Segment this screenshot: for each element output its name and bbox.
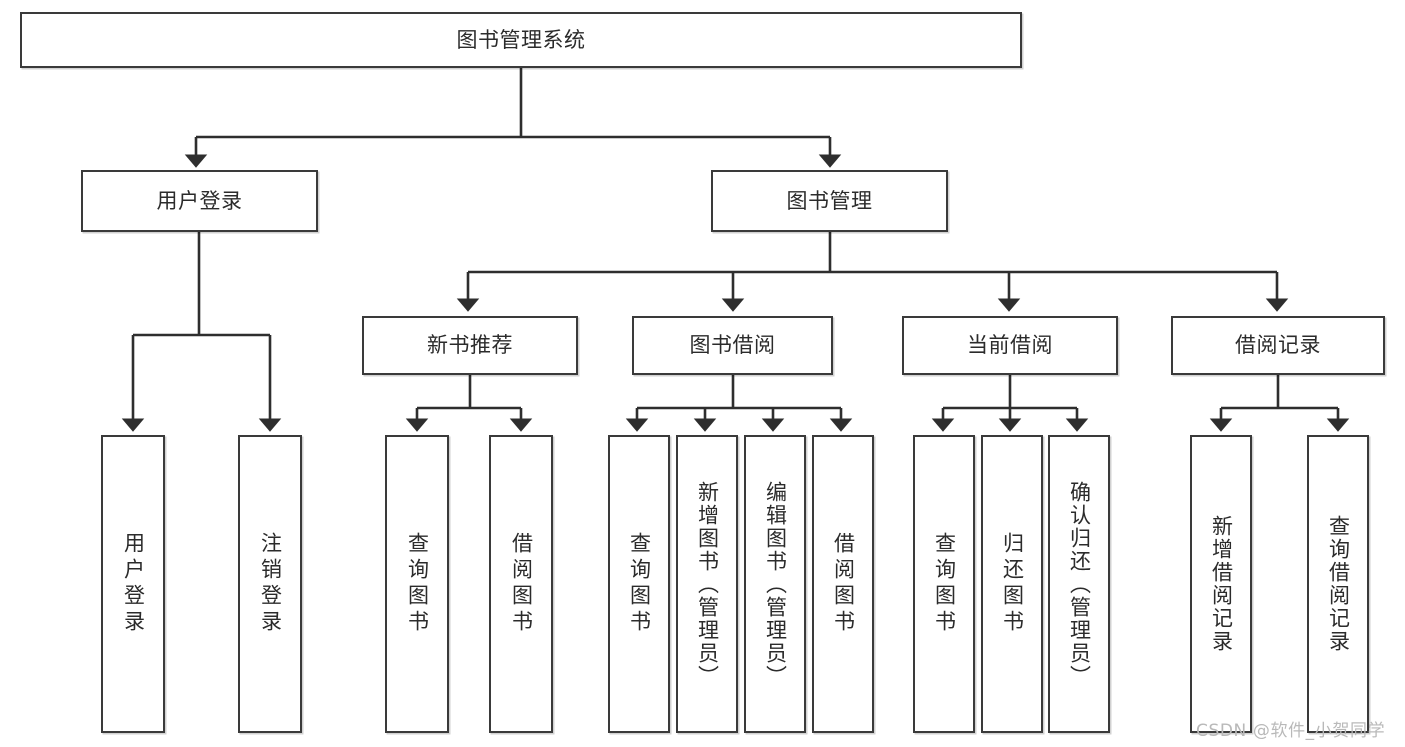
leaf-new-book-query[interactable]: 查询图书	[385, 435, 449, 733]
leaf-new-book-borrow-label: 借阅图书	[509, 532, 534, 636]
leaf-book-borrow-query[interactable]: 查询图书	[608, 435, 670, 733]
leaf-borrow-record-query[interactable]: 查询借阅记录	[1307, 435, 1369, 733]
leaf-book-borrow-add-label: 新增图书（管理员）	[695, 480, 720, 688]
node-book-borrow-label: 图书借阅	[689, 333, 776, 358]
node-root-label: 图书管理系统	[456, 27, 586, 52]
node-root[interactable]: 图书管理系统	[20, 12, 1022, 68]
node-borrow-record-label: 借阅记录	[1235, 333, 1321, 358]
leaf-current-borrow-query[interactable]: 查询图书	[913, 435, 975, 733]
leaf-borrow-record-add[interactable]: 新增借阅记录	[1190, 435, 1252, 733]
node-new-book-recommend-label: 新书推荐	[427, 333, 513, 358]
leaf-user-login-logout-label: 注销登录	[258, 532, 283, 636]
node-new-book-recommend[interactable]: 新书推荐	[362, 316, 578, 375]
node-current-borrow-label: 当前借阅	[967, 333, 1053, 358]
leaf-user-login-logout[interactable]: 注销登录	[238, 435, 302, 733]
leaf-book-borrow-add[interactable]: 新增图书（管理员）	[676, 435, 738, 733]
leaf-book-borrow-borrow[interactable]: 借阅图书	[812, 435, 874, 733]
leaf-user-login-login-label: 用户登录	[121, 532, 146, 636]
csdn-watermark: CSDN @软件_小贺同学	[1196, 721, 1386, 741]
leaf-current-borrow-return-label: 归还图书	[1000, 532, 1025, 636]
leaf-current-borrow-return[interactable]: 归还图书	[981, 435, 1043, 733]
node-borrow-record[interactable]: 借阅记录	[1171, 316, 1385, 375]
node-book-management-label: 图书管理	[786, 188, 873, 213]
leaf-book-borrow-edit-label: 编辑图书（管理员）	[763, 480, 788, 688]
leaf-borrow-record-query-label: 查询借阅记录	[1326, 515, 1351, 653]
leaf-book-borrow-query-label: 查询图书	[627, 532, 652, 636]
leaf-borrow-record-add-label: 新增借阅记录	[1209, 515, 1234, 653]
leaf-book-borrow-borrow-label: 借阅图书	[831, 532, 856, 636]
leaf-current-borrow-confirm[interactable]: 确认归还（管理员）	[1048, 435, 1110, 733]
leaf-current-borrow-query-label: 查询图书	[932, 532, 957, 636]
leaf-new-book-borrow[interactable]: 借阅图书	[489, 435, 553, 733]
node-current-borrow[interactable]: 当前借阅	[902, 316, 1118, 375]
node-book-borrow[interactable]: 图书借阅	[632, 316, 833, 375]
node-book-management[interactable]: 图书管理	[711, 170, 948, 232]
leaf-current-borrow-confirm-label: 确认归还（管理员）	[1067, 480, 1092, 688]
leaf-book-borrow-edit[interactable]: 编辑图书（管理员）	[744, 435, 806, 733]
leaf-new-book-query-label: 查询图书	[405, 532, 430, 636]
leaf-user-login-login[interactable]: 用户登录	[101, 435, 165, 733]
node-user-login-label: 用户登录	[156, 188, 243, 213]
node-user-login[interactable]: 用户登录	[81, 170, 318, 232]
